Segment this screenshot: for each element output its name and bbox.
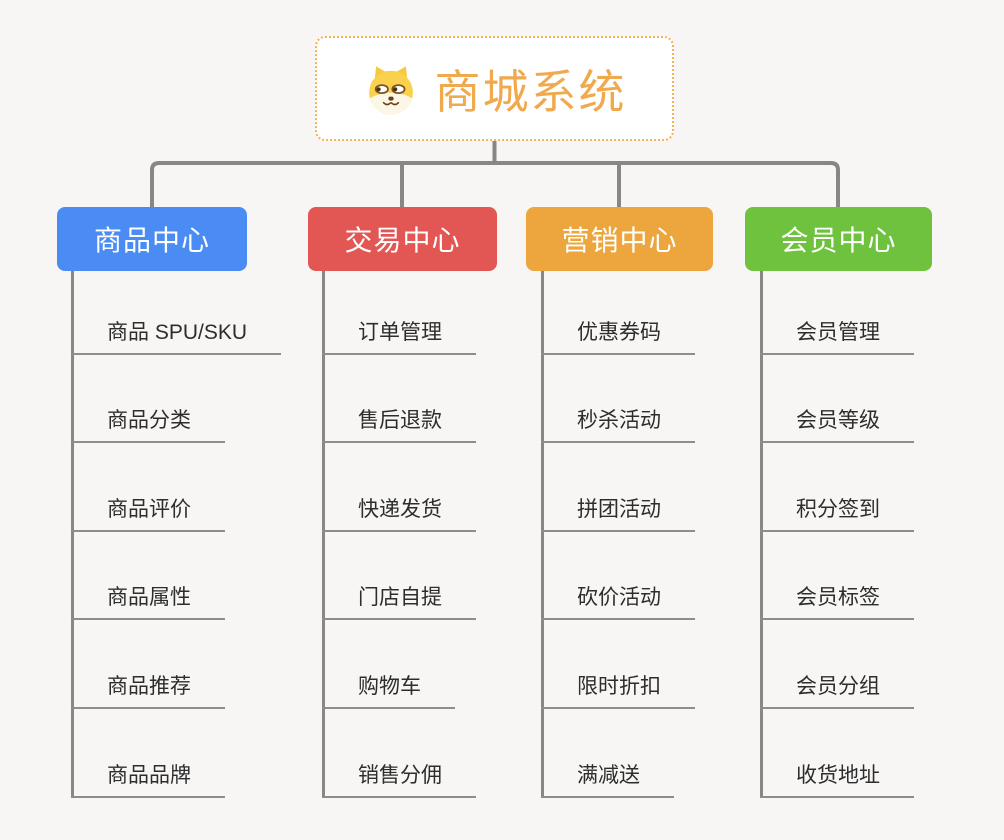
- leaf-topic[interactable]: 商品 SPU/SKU: [71, 320, 282, 355]
- leaf-topic[interactable]: 拼团活动: [541, 497, 695, 532]
- leaf-topic[interactable]: 销售分佣: [322, 763, 476, 798]
- branch-member-center-children: 会员管理 会员等级 积分签到 会员标签 会员分组 收货地址: [760, 271, 914, 798]
- root-topic[interactable]: 商城系统: [315, 36, 674, 141]
- leaf-topic[interactable]: 会员管理: [760, 320, 914, 355]
- leaf-topic[interactable]: 商品属性: [71, 585, 225, 620]
- leaf-topic[interactable]: 商品品牌: [71, 763, 225, 798]
- branch-marketing-center-children: 优惠券码 秒杀活动 拼团活动 砍价活动 限时折扣 满减送: [541, 271, 695, 798]
- leaf-topic[interactable]: 门店自提: [322, 585, 476, 620]
- leaf-topic[interactable]: 砍价活动: [541, 585, 695, 620]
- branch-product-center-children: 商品 SPU/SKU 商品分类 商品评价 商品属性 商品推荐 商品品牌: [71, 271, 282, 798]
- leaf-topic[interactable]: 售后退款: [322, 408, 476, 443]
- leaf-topic[interactable]: 会员标签: [760, 585, 914, 620]
- branch-trade-center[interactable]: 交易中心: [308, 207, 497, 271]
- leaf-topic[interactable]: 会员分组: [760, 674, 914, 709]
- leaf-topic[interactable]: 快递发货: [322, 497, 476, 532]
- leaf-topic[interactable]: 满减送: [541, 763, 674, 798]
- leaf-topic[interactable]: 订单管理: [322, 320, 476, 355]
- leaf-topic[interactable]: 收货地址: [760, 763, 914, 798]
- branch-marketing-center[interactable]: 营销中心: [526, 207, 713, 271]
- root-topic-title: 商城系统: [434, 65, 627, 118]
- leaf-topic[interactable]: 商品分类: [71, 408, 225, 443]
- branch-trade-center-children: 订单管理 售后退款 快递发货 门店自提 购物车 销售分佣: [322, 271, 476, 798]
- leaf-topic[interactable]: 优惠券码: [541, 320, 695, 355]
- branch-product-center[interactable]: 商品中心: [57, 207, 247, 271]
- branch-bus-line: [150, 161, 840, 207]
- leaf-topic[interactable]: 限时折扣: [541, 674, 695, 709]
- leaf-topic[interactable]: 商品评价: [71, 497, 225, 532]
- leaf-topic[interactable]: 积分签到: [760, 497, 914, 532]
- leaf-topic[interactable]: 会员等级: [760, 408, 914, 443]
- branch-member-center[interactable]: 会员中心: [745, 207, 932, 271]
- shiba-dog-icon: [368, 65, 413, 114]
- leaf-topic[interactable]: 商品推荐: [71, 674, 225, 709]
- leaf-topic[interactable]: 秒杀活动: [541, 408, 695, 443]
- leaf-topic[interactable]: 购物车: [322, 674, 455, 709]
